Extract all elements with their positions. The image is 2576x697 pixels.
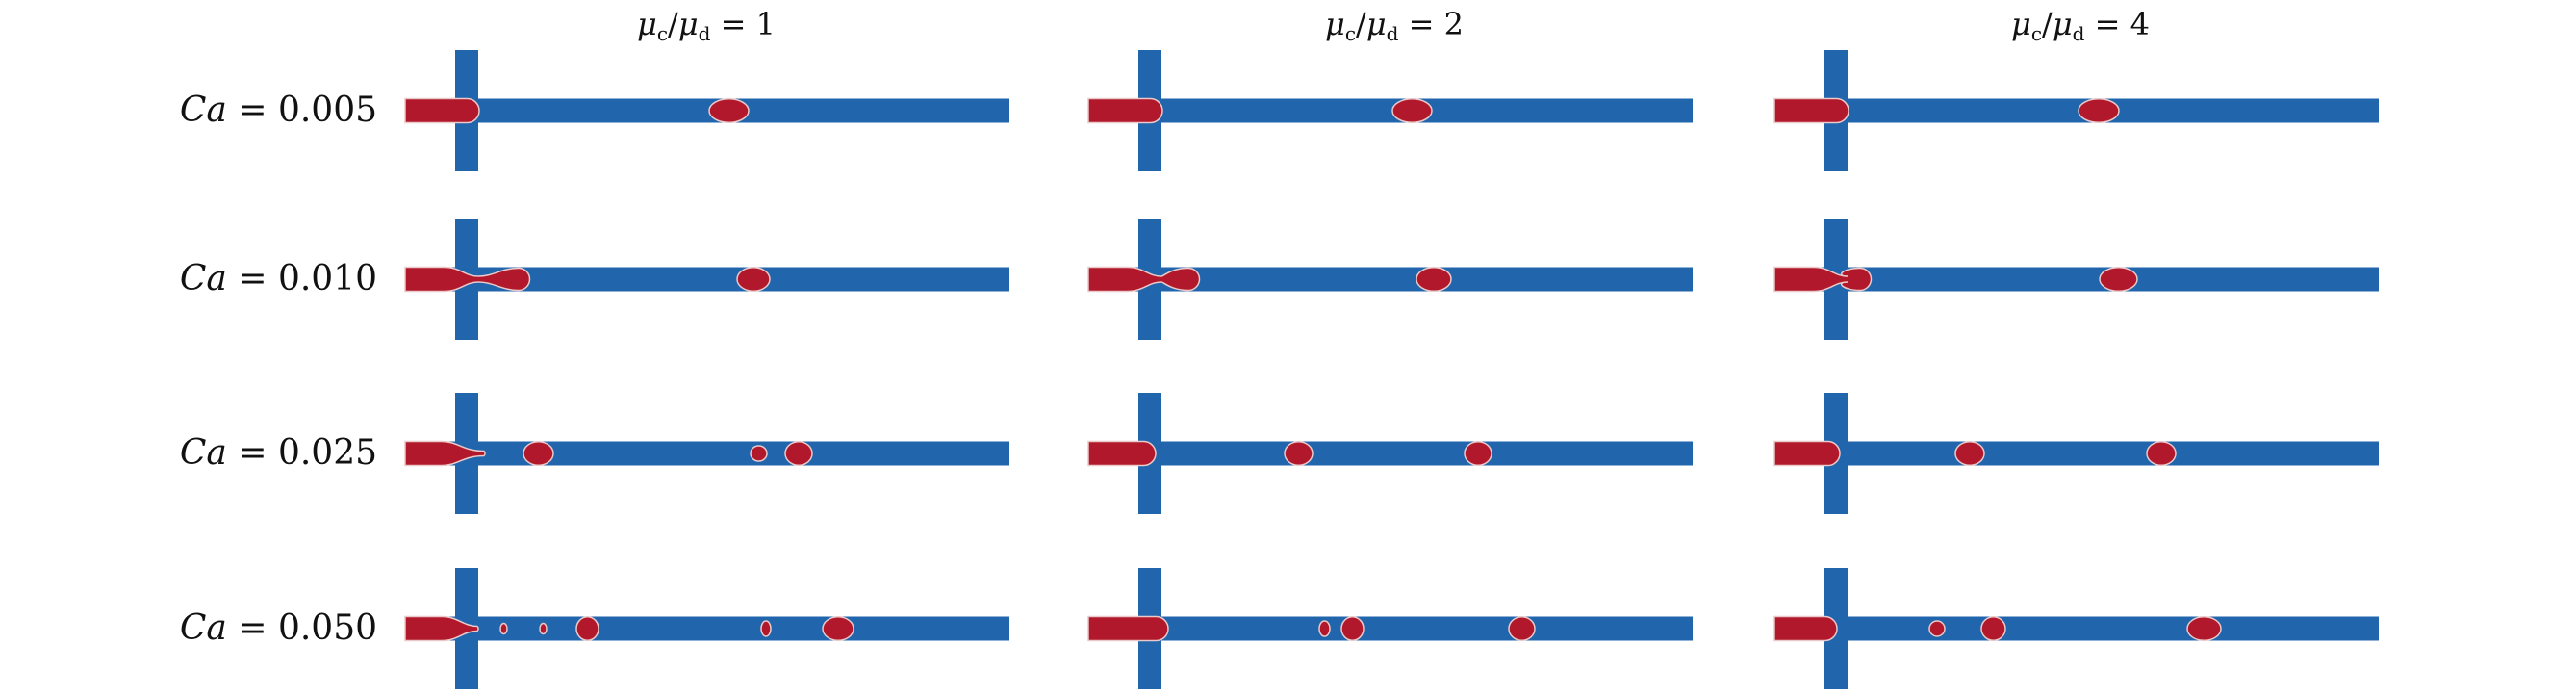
main-channel	[405, 98, 1009, 123]
droplet	[1340, 615, 1365, 642]
dispersed-phase-inlet	[1087, 615, 1169, 642]
row-label-ca-0005: Ca = 0.005	[179, 90, 377, 130]
droplet	[736, 266, 771, 293]
droplet	[708, 97, 750, 124]
droplet	[1954, 440, 1985, 467]
column-title-viscosity-ratio-2: μc/μd = 2	[1325, 6, 1464, 45]
main-channel	[1774, 616, 2379, 641]
row-label-ca-0025: Ca = 0.025	[179, 433, 377, 473]
dispersed-phase-inlet	[1087, 440, 1157, 467]
droplet	[1391, 97, 1433, 124]
dispersed-phase-inlet	[1773, 440, 1841, 467]
droplet	[1464, 440, 1492, 467]
dispersed-phase-inlet	[404, 615, 479, 642]
dispersed-phase-inlet	[1773, 97, 1849, 124]
satellite-droplet	[750, 445, 768, 462]
main-channel	[1774, 267, 2379, 292]
main-channel	[405, 441, 1009, 466]
droplet	[2146, 440, 2177, 467]
row-label-ca-0010: Ca = 0.010	[179, 259, 377, 298]
column-title-viscosity-ratio-4: μc/μd = 4	[2011, 6, 2150, 45]
main-channel	[1774, 98, 2379, 123]
droplet	[822, 615, 854, 642]
main-channel	[1088, 616, 1693, 641]
dispersed-phase-inlet	[1087, 266, 1201, 293]
main-channel	[1774, 441, 2379, 466]
droplet	[1508, 615, 1536, 642]
droplet	[2078, 97, 2120, 124]
satellite-droplet	[1928, 620, 1946, 637]
satellite-droplet	[760, 620, 772, 637]
satellite-droplet	[539, 622, 548, 635]
droplet	[1980, 615, 2006, 642]
satellite-droplet	[1318, 620, 1331, 637]
column-title-viscosity-ratio-1: μc/μd = 1	[637, 6, 776, 45]
dispersed-phase-inlet	[1773, 615, 1838, 642]
droplet	[1284, 440, 1314, 467]
main-channel	[1088, 98, 1693, 123]
droplet	[575, 615, 599, 642]
dispersed-phase-inlet	[1773, 266, 1873, 293]
droplet	[523, 440, 554, 467]
dispersed-phase-inlet	[1087, 97, 1163, 124]
dispersed-phase-inlet	[404, 266, 531, 293]
droplet	[1416, 266, 1452, 293]
droplet	[784, 440, 813, 467]
dispersed-phase-inlet	[404, 97, 480, 124]
main-channel	[405, 616, 1009, 641]
row-label-ca-0050: Ca = 0.050	[179, 608, 377, 648]
droplet	[2186, 615, 2222, 642]
satellite-droplet	[499, 622, 508, 635]
main-channel	[1088, 441, 1693, 466]
dispersed-phase-inlet	[404, 440, 486, 467]
droplet	[2099, 266, 2138, 293]
